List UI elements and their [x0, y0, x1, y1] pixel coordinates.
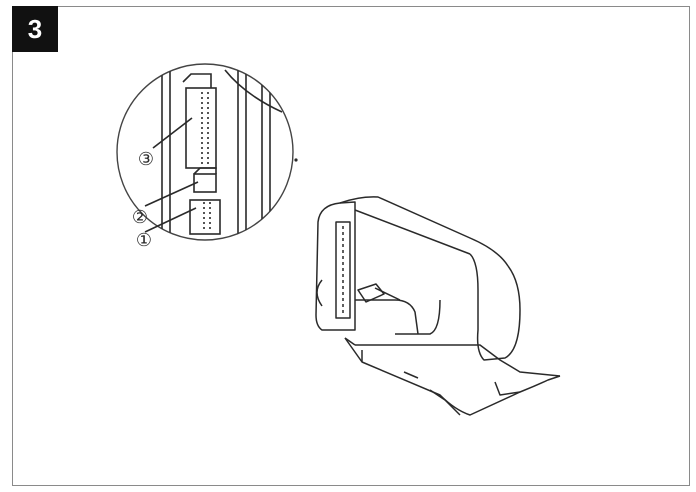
- step-number-badge: 3: [12, 6, 58, 52]
- callout-label-1: ①: [136, 230, 152, 251]
- leader-line-2: [144, 181, 199, 207]
- detail-magnifier: [116, 63, 294, 241]
- sewing-machine-drawing: [315, 196, 561, 416]
- callout-label-3: ③: [138, 149, 154, 170]
- stray-dot: [294, 158, 298, 162]
- step-frame: [12, 6, 690, 486]
- leader-line-1: [144, 207, 197, 233]
- callout-label-2: ②: [132, 207, 148, 228]
- leader-line-3: [152, 117, 193, 149]
